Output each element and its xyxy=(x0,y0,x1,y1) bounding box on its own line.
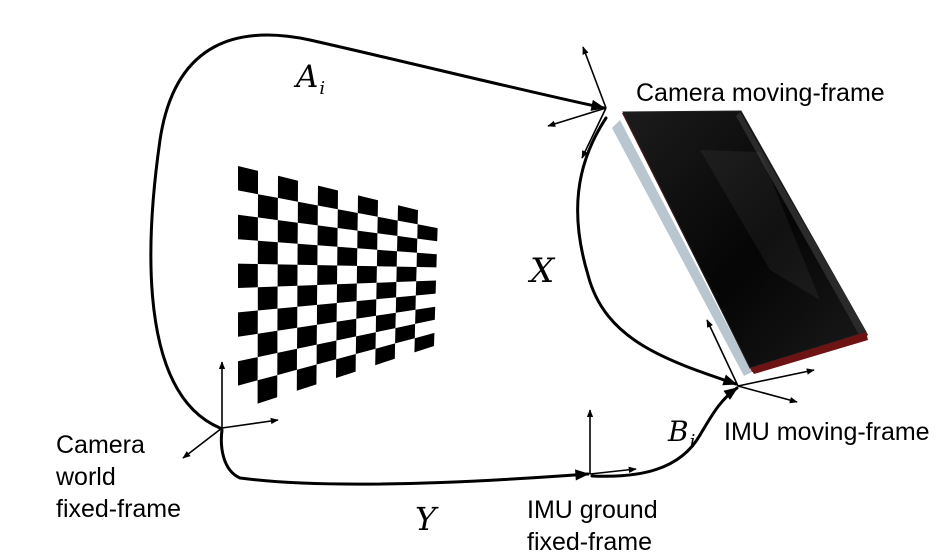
checker-square xyxy=(238,263,258,288)
checker-square xyxy=(257,286,278,311)
checker-square xyxy=(277,348,297,376)
checker-square xyxy=(357,230,378,250)
checker-square xyxy=(417,224,438,242)
checker-square xyxy=(296,364,317,391)
checker-square xyxy=(257,240,278,265)
label-camera-world-line2: world xyxy=(55,463,116,491)
checker-square xyxy=(376,282,397,300)
checker-square xyxy=(317,185,338,210)
checker-square xyxy=(336,318,357,341)
checker-square xyxy=(397,235,418,253)
checker-square xyxy=(357,195,378,217)
checker-square xyxy=(317,225,338,247)
checker-square xyxy=(316,303,337,325)
checker-square xyxy=(395,295,416,313)
checker-square xyxy=(395,323,416,344)
checker-square xyxy=(415,306,436,324)
checker-square xyxy=(377,216,398,236)
checker-square xyxy=(297,285,318,307)
curve-X xyxy=(576,116,738,386)
camera-moving-frame-axes xyxy=(547,46,607,159)
checker-square xyxy=(396,266,417,282)
math-label-Y: Y xyxy=(415,500,439,538)
math-label-X: X xyxy=(527,251,556,291)
label-camera-moving-frame: Camera moving-frame xyxy=(636,79,885,107)
smartphone-illustration xyxy=(612,110,868,376)
checker-square xyxy=(376,249,397,267)
checker-square xyxy=(238,357,258,386)
checker-square xyxy=(397,205,418,225)
checker-square xyxy=(316,340,337,365)
checker-square xyxy=(277,175,298,202)
math-label-B-i: Bi xyxy=(667,415,695,452)
checker-square xyxy=(317,265,338,285)
checker-square xyxy=(257,375,278,404)
label-camera-world-line1: Camera xyxy=(56,431,145,459)
checker-square xyxy=(416,252,437,268)
label-imu-moving-frame: IMU moving-frame xyxy=(724,418,930,446)
checker-square xyxy=(355,332,376,354)
imu-moving-frame-axes xyxy=(706,319,815,404)
label-imu-ground-line1: IMU ground xyxy=(527,496,658,524)
calibration-checkerboard xyxy=(238,166,438,404)
curve-A-i xyxy=(149,33,606,430)
checker-square xyxy=(238,166,258,195)
label-imu-ground-line2: fixed-frame xyxy=(527,528,652,556)
math-label-A-i: Ai xyxy=(293,59,325,99)
camera-world-frame-axes xyxy=(182,361,279,459)
checker-square xyxy=(257,194,278,221)
checker-square xyxy=(297,201,318,226)
checker-square xyxy=(336,354,356,378)
checker-square xyxy=(297,243,318,266)
checker-square xyxy=(415,280,436,296)
curve-B-i xyxy=(590,386,739,478)
label-camera-world-line3: fixed-frame xyxy=(56,495,181,523)
checker-square xyxy=(277,264,298,287)
checker-square xyxy=(375,312,396,333)
checker-square xyxy=(356,299,377,319)
checker-square xyxy=(297,324,317,349)
checker-square xyxy=(336,283,357,303)
checker-square xyxy=(257,330,278,358)
curve-Y xyxy=(219,428,590,486)
checker-square xyxy=(238,214,258,241)
checker-square xyxy=(375,343,396,366)
checker-square xyxy=(414,332,435,353)
checker-square xyxy=(277,220,298,244)
checker-square xyxy=(337,246,358,266)
checker-square xyxy=(238,310,258,337)
checker-square xyxy=(356,265,377,284)
imu-ground-frame-axes xyxy=(586,409,637,475)
checker-square xyxy=(277,306,298,331)
checker-square xyxy=(337,209,358,231)
